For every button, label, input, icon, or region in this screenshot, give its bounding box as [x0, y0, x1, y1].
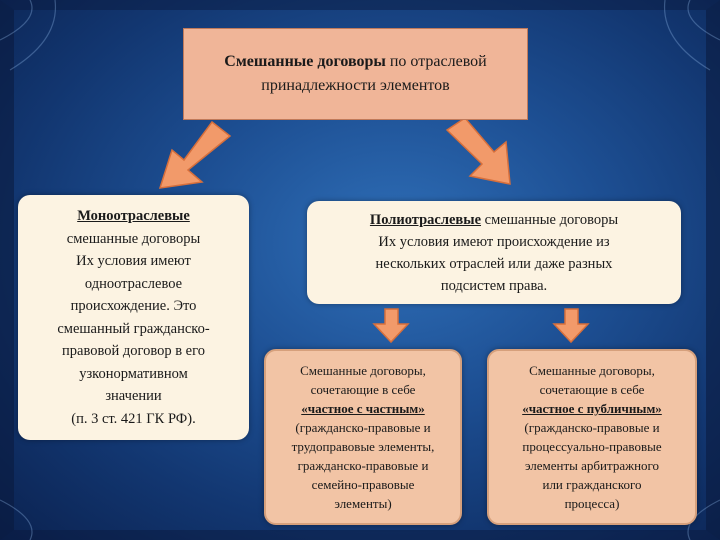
title-bold: Смешанные договоры — [224, 53, 386, 70]
sub-right-line-1: Смешанные договоры, — [529, 363, 655, 378]
sub-right-line: или гражданского — [542, 477, 642, 492]
title-rest: по отраслевой — [385, 53, 487, 70]
sub-right-line: элементы арбитражного — [524, 458, 660, 473]
title-box: Смешанные договоры по отраслевой принадл… — [183, 28, 528, 120]
mono-head: Моноотраслевые — [77, 208, 190, 224]
poly-line: подсистем права. — [440, 277, 548, 294]
sub-right-line: процесса) — [564, 496, 620, 511]
mono-box: Моноотраслевые смешанные договоры Их усл… — [18, 195, 249, 440]
sub-left-line-1: Смешанные договоры, — [300, 363, 426, 378]
sub-left-line: семейно-правовые — [311, 477, 415, 492]
title-line-1: Смешанные договоры по отраслевой — [224, 50, 486, 74]
sub-right-line: (гражданско-правовые и — [524, 420, 660, 435]
title-line-2: принадлежности элементов — [261, 77, 450, 94]
sub-left-line: гражданско-правовые и — [297, 458, 429, 473]
sub-left-line: элементы) — [334, 496, 392, 511]
mono-line: смешанные договоры — [66, 230, 201, 247]
mono-line: смешанный гражданско- — [57, 320, 210, 337]
poly-line: нескольких отраслей или даже разных — [375, 255, 613, 272]
sub-left-key: «частное с частным» — [301, 401, 425, 416]
poly-head-rest: смешанные договоры — [481, 211, 619, 228]
sub-right-key: «частное с публичным» — [522, 401, 662, 416]
sub-left-line: (гражданско-правовые и — [295, 420, 431, 435]
arrow-title-to-mono — [158, 120, 232, 189]
arrow-title-to-poly — [445, 117, 511, 185]
sub-box-private-private: Смешанные договоры, сочетающие в себе «ч… — [264, 349, 462, 525]
mono-line: происхождение. Это — [70, 298, 197, 314]
mono-line: (п. 3 ст. 421 ГК РФ). — [71, 410, 196, 427]
sub-left-line: трудоправовые элементы, — [291, 439, 435, 454]
poly-box: Полиотраслевые смешанные договоры Их усл… — [307, 201, 681, 304]
mono-line: одноотраслевое — [84, 275, 183, 292]
poly-head-line: Полиотраслевые смешанные договоры — [370, 209, 618, 231]
mono-line: Их условия имеют — [76, 253, 191, 269]
sub-right-line: процессуально-правовые — [522, 439, 662, 454]
arrow-poly-to-right — [552, 308, 590, 344]
poly-line: Их условия имеют происхождение из — [378, 233, 610, 250]
sub-left-line-2: сочетающие в себе — [310, 382, 416, 397]
mono-line: узконормативном — [79, 365, 188, 382]
sub-box-private-public: Смешанные договоры, сочетающие в себе «ч… — [487, 349, 697, 525]
arrow-poly-to-left — [372, 308, 410, 344]
poly-head: Полиотраслевые — [369, 211, 482, 228]
sub-right-line-2: сочетающие в себе — [539, 382, 645, 397]
mono-line: правовой договор в его — [62, 343, 205, 359]
mono-line: значении — [105, 388, 162, 404]
